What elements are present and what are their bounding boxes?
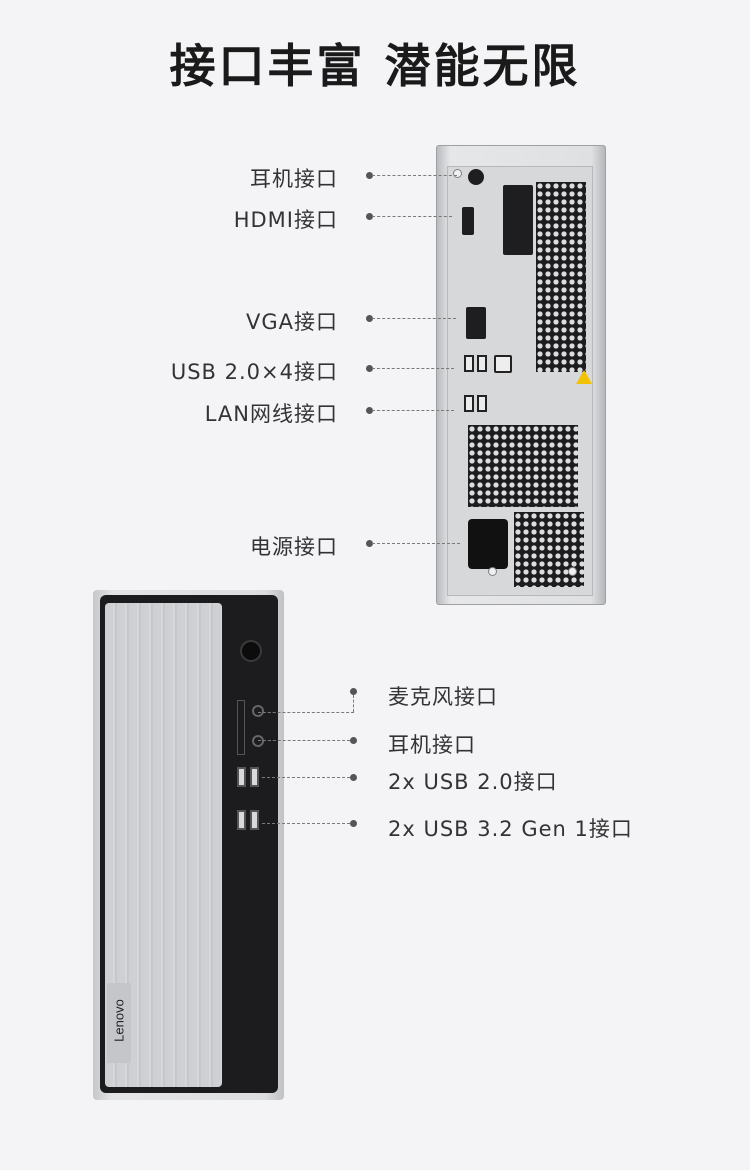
callout-dot [350, 737, 357, 744]
mic-jack [252, 705, 264, 717]
rear-vga-port [466, 307, 486, 339]
rear-lan-port [494, 355, 512, 373]
callout-dot [366, 213, 373, 220]
rear-vent-top [536, 182, 586, 372]
callout-dot [366, 315, 373, 322]
power-button [240, 640, 262, 662]
callout-dot [350, 820, 357, 827]
front-label-usb3: 2x USB 3.2 Gen 1接口 [388, 817, 633, 841]
rear-audio-port [468, 169, 484, 185]
warning-icon [576, 370, 592, 384]
rear-screw [453, 169, 462, 178]
front-label-usb2: 2x USB 2.0接口 [388, 770, 558, 794]
callout-dot [350, 688, 357, 695]
callout-dot [366, 365, 373, 372]
rear-label-lan: LAN网线接口 [204, 402, 338, 426]
rear-screw [488, 567, 497, 576]
rear-usb-port-3 [464, 395, 474, 412]
front-panel: Lenovo [105, 603, 222, 1087]
callout-line [372, 216, 452, 217]
rear-label-headphone: 耳机接口 [250, 167, 338, 191]
rear-usb-port-2 [477, 355, 487, 372]
callout-line [372, 543, 460, 544]
front-usb3-port-1 [237, 810, 246, 830]
callout-line [258, 740, 350, 741]
card-reader-slot [237, 700, 245, 755]
front-usb3-port-2 [250, 810, 259, 830]
callout-dot [350, 774, 357, 781]
callout-line [372, 175, 457, 176]
rear-vent-mid [468, 425, 578, 507]
callout-line [372, 318, 456, 319]
rear-power-socket [468, 519, 508, 569]
rear-vent-psu [514, 512, 584, 587]
callout-line [262, 823, 350, 824]
rear-block [503, 185, 533, 255]
callout-line [372, 368, 454, 369]
callout-dot [366, 172, 373, 179]
brand-logo: Lenovo [111, 999, 127, 1042]
callout-dot [366, 540, 373, 547]
callout-dot [366, 407, 373, 414]
rear-label-vga: VGA接口 [245, 310, 338, 334]
callout-line [258, 712, 354, 713]
rear-usb-port-1 [464, 355, 474, 372]
headphone-jack [252, 735, 264, 747]
rear-label-usb: USB 2.0×4接口 [170, 360, 338, 384]
callout-line [262, 777, 350, 778]
rear-panel-image [436, 145, 606, 605]
front-usb2-port-2 [250, 767, 259, 787]
front-tower-image: Lenovo [93, 590, 284, 1100]
callout-line [353, 695, 354, 712]
rear-hdmi-port [462, 207, 474, 235]
front-usb2-port-1 [237, 767, 246, 787]
front-label-headphone: 耳机接口 [388, 733, 476, 757]
rear-label-hdmi: HDMI接口 [233, 208, 338, 232]
page-title: 接口丰富 潜能无限 [169, 39, 581, 93]
callout-line [372, 410, 454, 411]
rear-screw [568, 567, 577, 576]
rear-label-power: 电源接口 [250, 535, 338, 559]
brand-badge: Lenovo [107, 983, 131, 1063]
front-label-mic: 麦克风接口 [388, 685, 498, 709]
rear-usb-port-4 [477, 395, 487, 412]
